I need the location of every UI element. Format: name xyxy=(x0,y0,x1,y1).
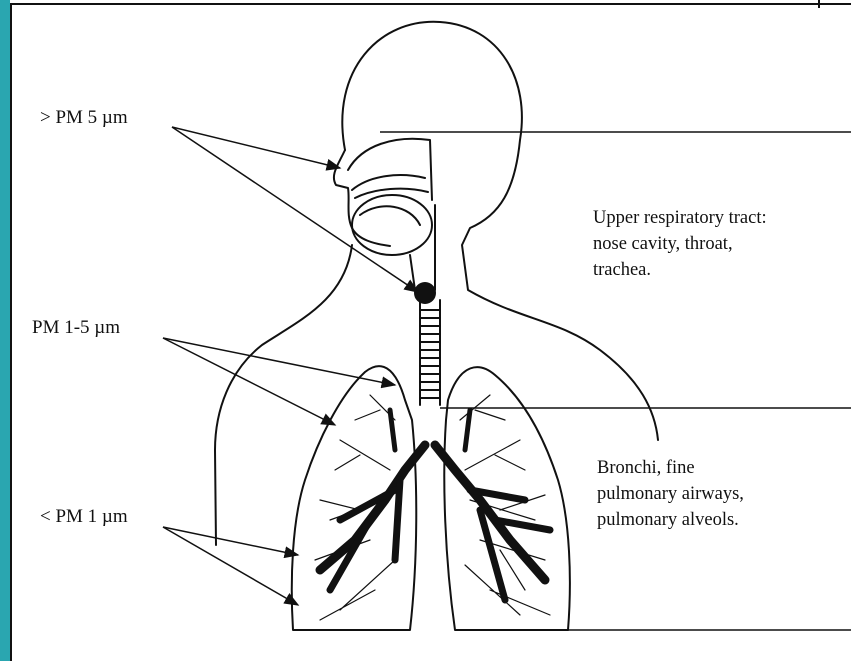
face-profile xyxy=(334,150,390,246)
upper-tract-line-1: Upper respiratory tract: xyxy=(593,205,767,231)
arrow-pm-small-lower xyxy=(163,527,298,605)
arrow-pm-large-nose xyxy=(172,127,340,168)
arrow-pm-medium-upper-lung xyxy=(163,338,395,385)
fine-airways xyxy=(315,395,550,620)
upper-tract-line-2: nose cavity, throat, xyxy=(593,231,767,257)
upper-tract-description: Upper respiratory tract: nose cavity, th… xyxy=(593,205,767,283)
arrow-pm-medium-lower-lung xyxy=(163,338,335,425)
upper-tract-line-3: trachea. xyxy=(593,257,767,283)
lower-tract-description: Bronchi, fine pulmonary airways, pulmona… xyxy=(597,455,744,533)
label-pm-large: > PM 5 µm xyxy=(40,108,128,127)
arrow-pm-small-upper xyxy=(163,527,298,555)
shoulder-left-outline xyxy=(215,245,352,545)
lower-tract-line-1: Bronchi, fine xyxy=(597,455,744,481)
arrow-pm-large-throat xyxy=(172,127,418,292)
trachea-rings xyxy=(420,310,440,398)
label-pm-medium: PM 1-5 µm xyxy=(32,318,120,337)
throat-particle-dot xyxy=(414,282,436,304)
label-pm-small: < PM 1 µm xyxy=(40,507,128,526)
lower-tract-line-2: pulmonary airways, xyxy=(597,481,744,507)
lower-tract-line-3: pulmonary alveols. xyxy=(597,507,744,533)
